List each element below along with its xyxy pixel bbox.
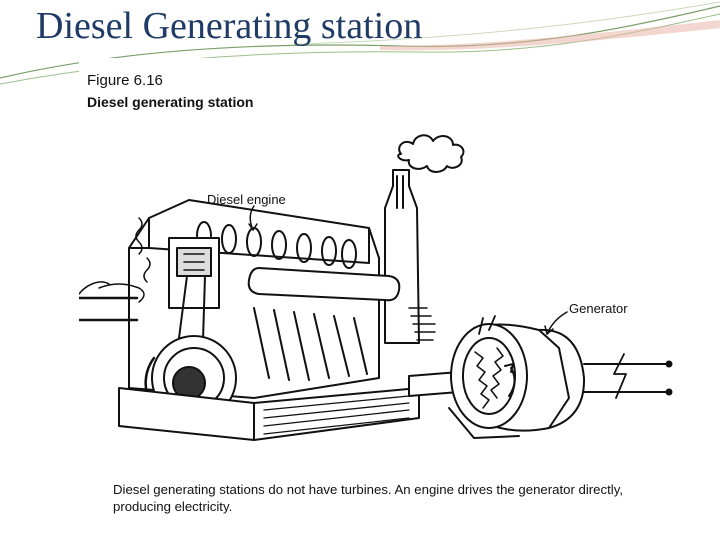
slide-title: Diesel Generating station xyxy=(36,4,422,48)
figure-panel: Figure 6.16 Diesel generating station Di… xyxy=(79,58,681,528)
figure-caption: Diesel generating stations do not have t… xyxy=(113,481,673,515)
figure-number: Figure 6.16 xyxy=(87,72,163,89)
generator-label: Generator xyxy=(569,301,628,316)
diesel-station-drawing xyxy=(79,58,681,528)
figure-title: Diesel generating station xyxy=(87,94,253,110)
smoke-cloud xyxy=(398,135,463,172)
diesel-engine-label: Diesel engine xyxy=(207,192,286,207)
generator-unit xyxy=(449,316,584,438)
